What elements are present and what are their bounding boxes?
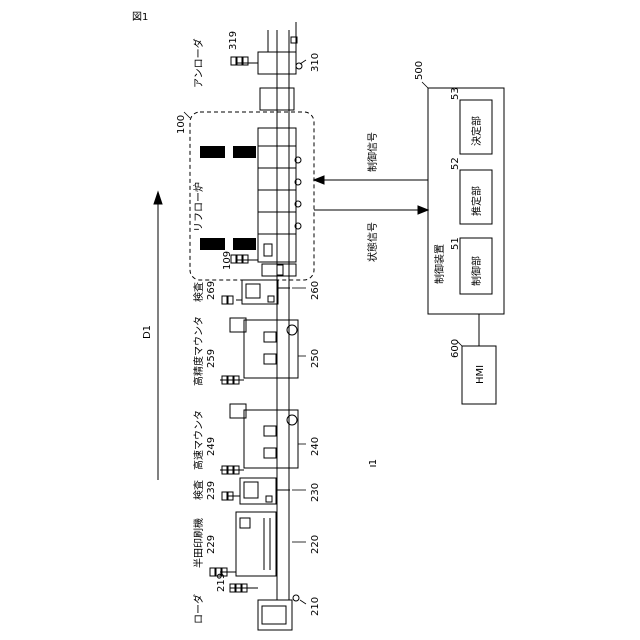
unloader-machine <box>231 22 302 110</box>
machine-ref-250: 250 <box>310 349 321 368</box>
lamp-ref-239: 239 <box>206 481 217 500</box>
high-precision-mounter <box>220 318 298 384</box>
decision-unit-name: 決定部 <box>470 116 483 146</box>
machine-name-210: ローダ <box>192 594 205 624</box>
machine-name-230: 検査 <box>192 480 205 500</box>
direction-label: D1 <box>142 325 153 339</box>
lamp-ref-319: 319 <box>228 31 239 50</box>
machine-ref-220: 220 <box>310 535 321 554</box>
reflow-oven <box>200 128 301 276</box>
lamp-ref-269: 269 <box>206 281 217 300</box>
conveyor-rails <box>277 30 289 600</box>
hmi-box <box>462 314 496 404</box>
high-speed-mounter <box>220 404 298 474</box>
machine-name-250: 高精度マウンタ <box>192 316 205 386</box>
state-signal-label: 状態信号 <box>366 222 379 262</box>
machine-name-310: アンローダ <box>192 38 205 88</box>
machine-ref-210: 210 <box>310 597 321 616</box>
inspection-machine-260 <box>222 280 290 304</box>
control-unit-ref: 51 <box>450 237 461 250</box>
lamp-ref-219: 219 <box>216 573 227 592</box>
hmi-ref: 600 <box>450 339 461 358</box>
machine-ref-230: 230 <box>310 483 321 502</box>
machine-name-220: 半田印刷機 <box>192 518 205 568</box>
decision-unit-ref: 53 <box>450 87 461 100</box>
machine-ref-310: 310 <box>310 53 321 72</box>
lamp-ref-259: 259 <box>206 349 217 368</box>
control-device-title: 制御装置 <box>433 244 446 284</box>
control-signal-arrow <box>314 176 428 184</box>
estimation-unit-ref: 52 <box>450 157 461 170</box>
machine-ref-240: 240 <box>310 437 321 456</box>
machine-name-260: 検査 <box>192 282 205 302</box>
lamp-ref-229: 229 <box>206 535 217 554</box>
inspection-machine-230 <box>222 478 290 504</box>
control-unit-name: 制御部 <box>470 256 483 286</box>
state-signal-arrow <box>314 206 428 214</box>
hmi-label: HMI <box>475 365 486 384</box>
machine-ref-260: 260 <box>310 281 321 300</box>
machine-name-240: 高速マウンタ <box>192 410 205 470</box>
system-ref: 1 <box>368 459 379 465</box>
reflow-dashed-boundary <box>190 112 314 280</box>
direction-arrow <box>154 192 162 480</box>
machine-ref-100: 100 <box>176 115 187 134</box>
machine-name-100: リフロー炉 <box>193 182 205 232</box>
solder-printer <box>210 512 276 576</box>
control-signal-label: 制御信号 <box>366 132 379 172</box>
leader-lines <box>184 60 462 604</box>
control-device-ref: 500 <box>414 61 425 80</box>
lamp-ref-109: 109 <box>222 251 233 270</box>
estimation-unit-name: 推定部 <box>470 186 483 216</box>
lamp-ref-249: 249 <box>206 437 217 456</box>
